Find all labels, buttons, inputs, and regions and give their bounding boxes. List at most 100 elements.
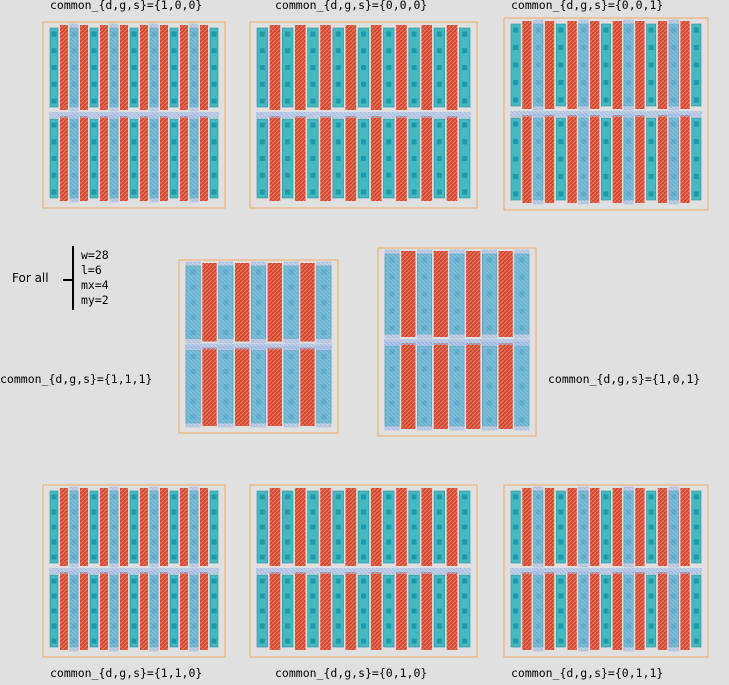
poly-gate [590, 572, 600, 650]
contact [91, 608, 97, 614]
poly-gate [300, 347, 315, 426]
metal-strap [109, 486, 119, 568]
contact [386, 494, 392, 500]
contact [436, 81, 442, 87]
contact [411, 524, 417, 530]
contact [310, 638, 316, 644]
metal-strap [218, 346, 234, 428]
contact [131, 623, 137, 629]
contact [259, 539, 265, 545]
contact [436, 524, 442, 530]
contact [411, 608, 417, 614]
poly-gate [140, 488, 148, 566]
transistor-layout-6 [42, 484, 226, 658]
contact [259, 524, 265, 530]
metal-strap [316, 346, 332, 428]
contact [513, 139, 519, 144]
contact [310, 172, 316, 178]
poly-gate [320, 572, 331, 650]
poly-gate [544, 572, 555, 650]
contact [211, 539, 217, 545]
legend-param-mx: mx=4 [81, 278, 109, 292]
metal-strap [623, 19, 634, 111]
contact [558, 638, 564, 644]
poly-gate [370, 488, 382, 566]
poly-gate [267, 347, 282, 426]
layout-boundary [249, 21, 478, 209]
contact [335, 139, 341, 145]
contact [361, 122, 366, 128]
contact [411, 189, 417, 195]
contact [259, 494, 265, 500]
contact [285, 48, 291, 54]
contact [462, 509, 468, 515]
contact [335, 156, 341, 161]
contact [51, 494, 57, 500]
contact [335, 509, 341, 515]
contact [285, 139, 291, 145]
poly-gate [635, 488, 645, 566]
contact [131, 122, 137, 128]
contact [462, 31, 468, 37]
legend-brace [72, 246, 74, 310]
contact [171, 494, 177, 500]
contact [648, 121, 654, 127]
contact [285, 554, 291, 560]
contact [51, 139, 57, 145]
contact [462, 172, 468, 178]
contact [411, 638, 417, 644]
poly-gate [200, 25, 208, 110]
label-layout-2: common_{d,g,s}={0,0,0} [275, 0, 428, 12]
contact [131, 578, 137, 584]
metal-strap [668, 570, 679, 652]
contact [91, 189, 97, 195]
contact [171, 638, 177, 644]
poly-gate [60, 25, 68, 110]
contact [462, 554, 468, 560]
contact [91, 172, 97, 178]
contact [436, 578, 442, 584]
poly-gate [202, 263, 217, 342]
poly-gate [433, 251, 448, 337]
contact [558, 139, 564, 144]
metal-strap [449, 249, 465, 339]
metal-strap [384, 341, 400, 431]
contact [259, 31, 265, 37]
contact [51, 638, 57, 644]
contact [411, 509, 417, 515]
poly-gate [320, 25, 331, 110]
metal-strap [578, 570, 589, 652]
poly-gate [401, 251, 416, 337]
poly-gate [370, 116, 382, 201]
contact [285, 122, 291, 128]
contact [259, 48, 265, 54]
contact [361, 156, 366, 161]
legend-param-my: my=2 [81, 293, 109, 307]
contact [558, 593, 564, 599]
contact [648, 27, 654, 33]
poly-gate [120, 488, 128, 566]
contact [693, 80, 699, 85]
label-layout-7: common_{d,g,s}={0,1,0} [275, 666, 428, 680]
contact [171, 31, 177, 37]
contact [335, 554, 341, 560]
contact [335, 623, 341, 629]
contact [91, 494, 97, 500]
contact [131, 31, 137, 37]
contact [603, 623, 609, 629]
contact [462, 539, 468, 545]
contact [131, 509, 137, 515]
contact [558, 623, 564, 629]
poly-gate [635, 21, 645, 109]
label-layout-5: common_{d,g,s}={1,0,1} [548, 372, 701, 386]
contact [386, 98, 392, 104]
metal-strap [69, 570, 79, 652]
contact [171, 122, 177, 128]
metal-strap [533, 570, 544, 652]
contact [693, 139, 699, 144]
contact [648, 62, 654, 68]
poly-gate [200, 572, 208, 650]
poly-gate [421, 25, 433, 110]
contact [335, 638, 341, 644]
contact [436, 623, 442, 629]
